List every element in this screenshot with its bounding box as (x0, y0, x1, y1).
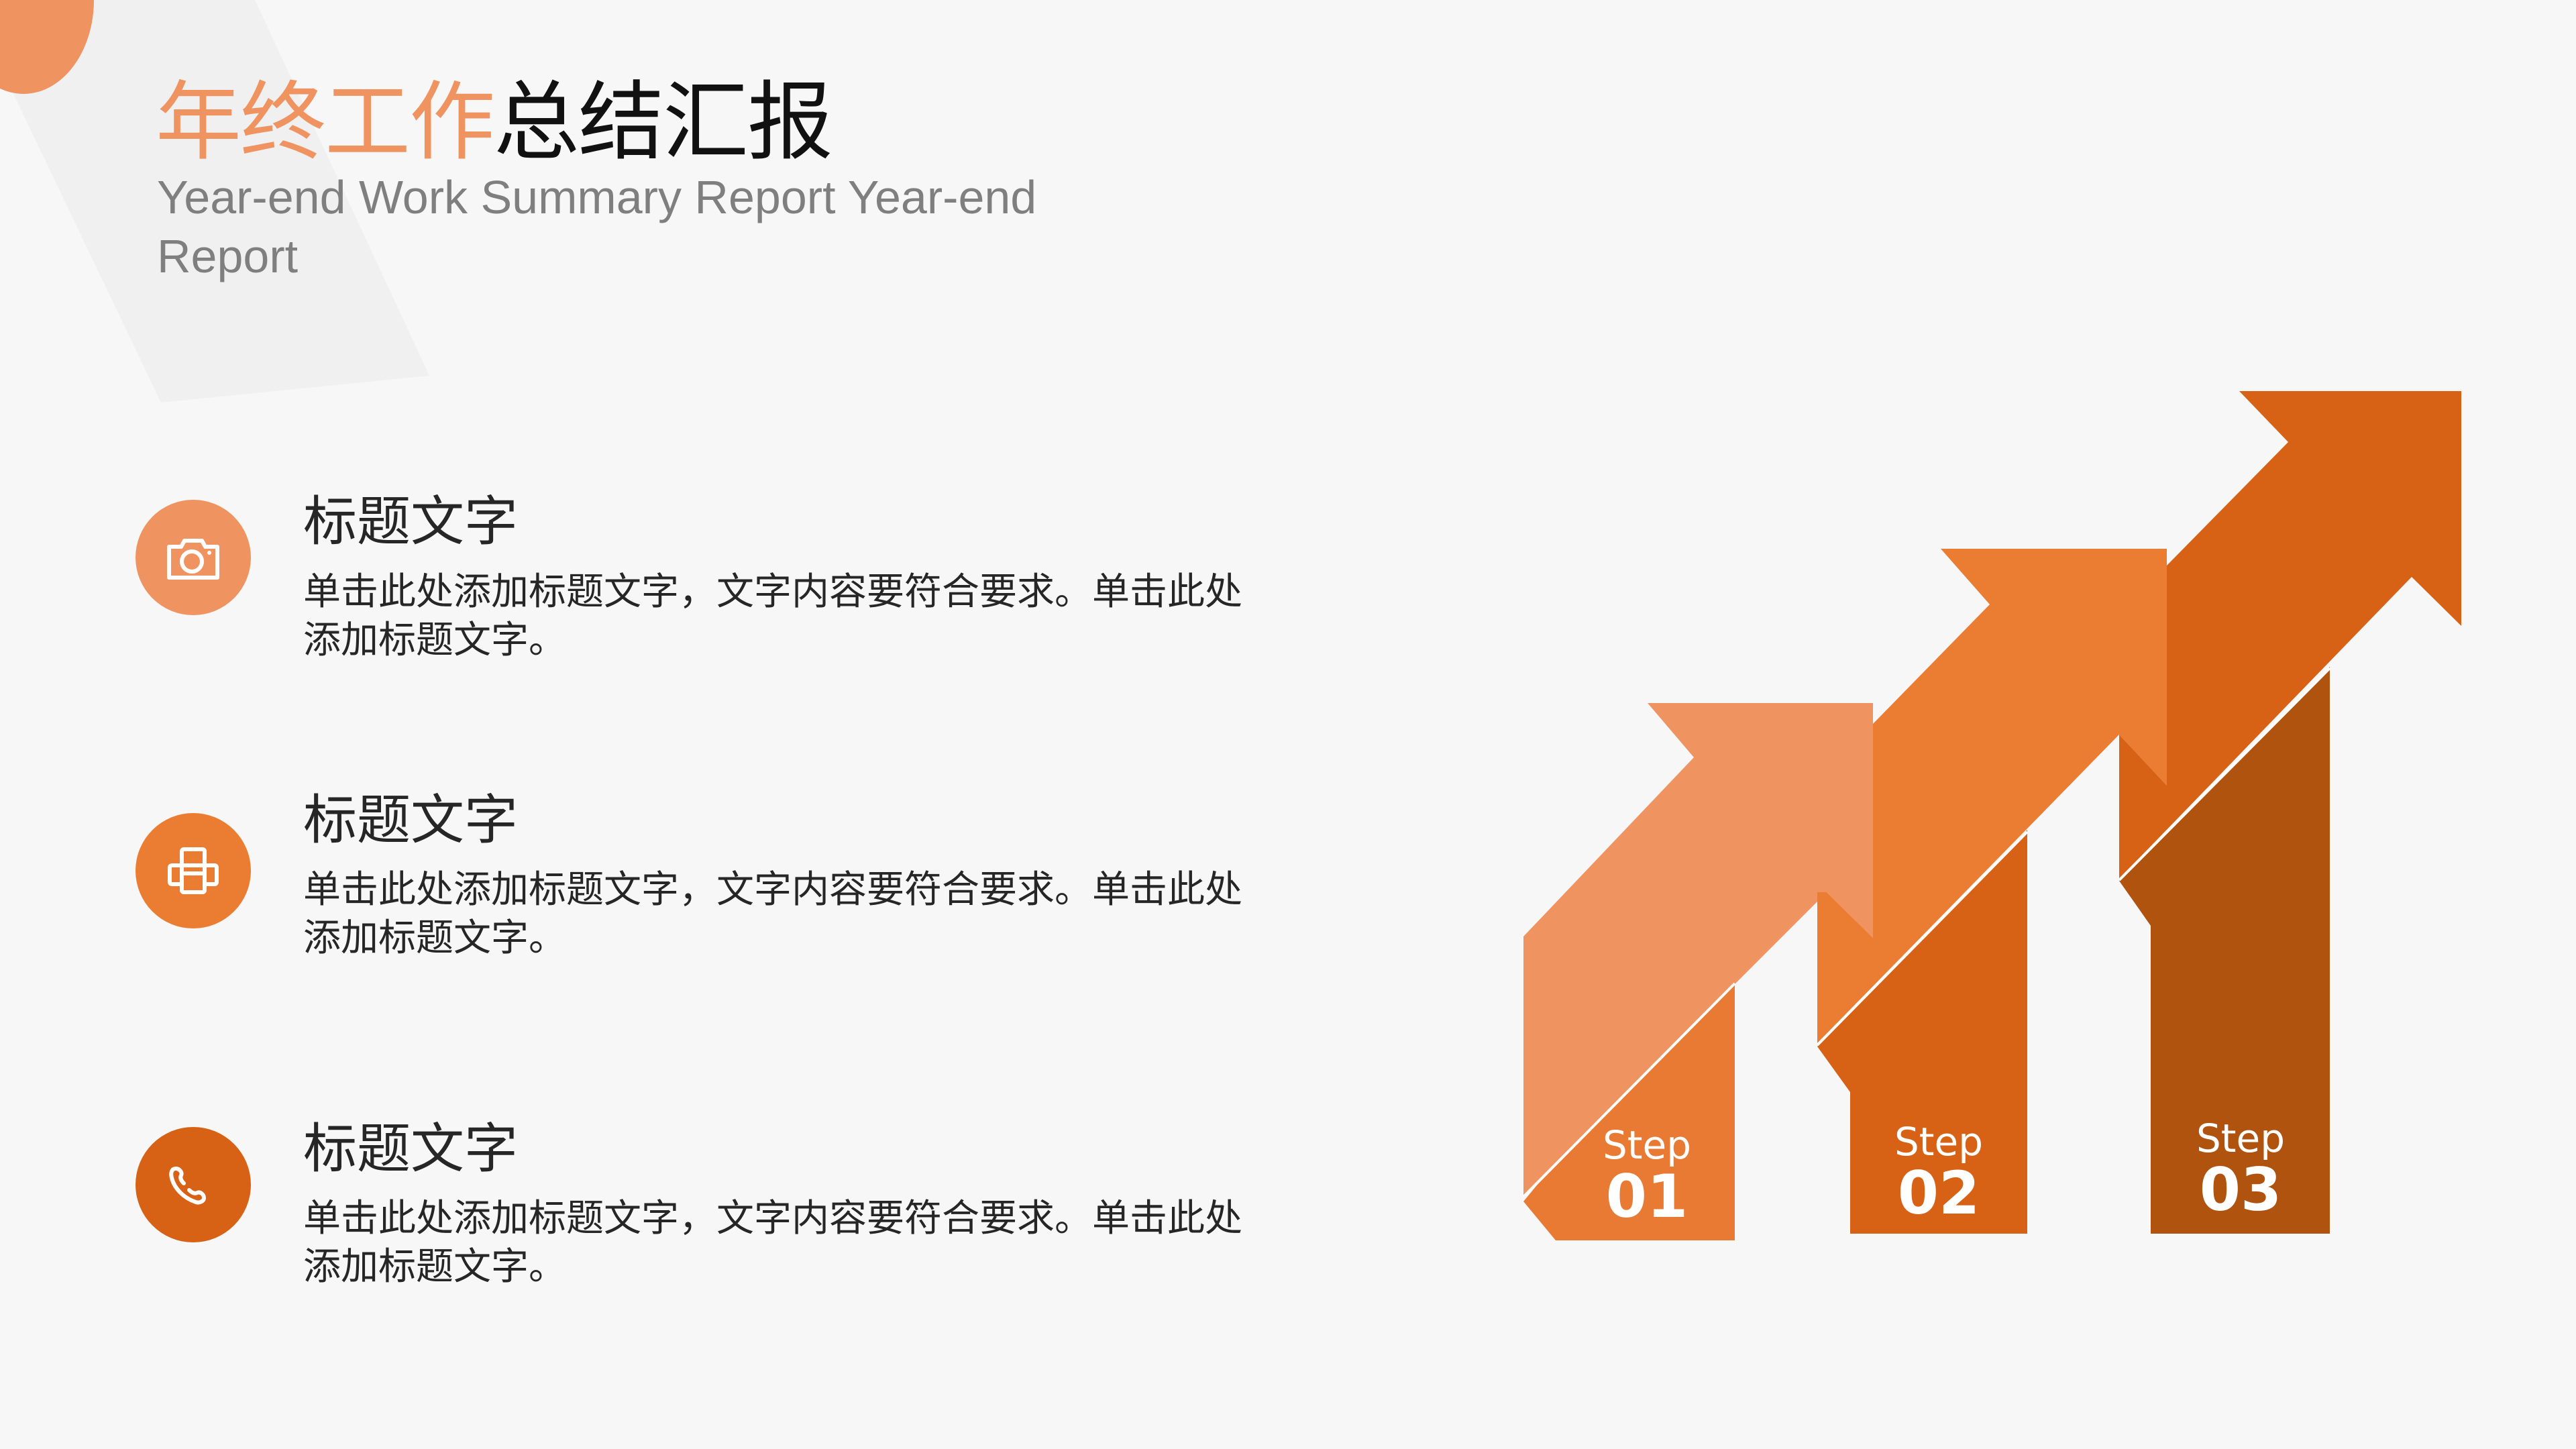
item-body: 单击此处添加标题文字，文字内容要符合要求。单击此处添加标题文字。 (303, 570, 1242, 661)
title-accent: 年终工作 (156, 74, 495, 170)
step-number: 03 (2199, 1155, 2282, 1224)
step-3-arrow (2119, 391, 2461, 879)
step-1-arrow (1523, 703, 1873, 1195)
title-rest: 总结汇报 (494, 74, 833, 170)
step-2-bar (1817, 830, 2027, 1234)
item-heading: 标题文字 (303, 1119, 518, 1179)
step-number: 01 (1605, 1162, 1688, 1231)
item-body: 单击此处添加标题文字，文字内容要符合要求。单击此处添加标题文字。 (303, 1197, 1242, 1287)
step-word: Step (2196, 1116, 2286, 1161)
step-word: Step (1602, 1122, 1692, 1168)
item-heading: 标题文字 (303, 790, 518, 850)
page-subtitle: Year-end Work Summary Report Year-end Re… (157, 171, 1037, 282)
step-3-label: Step 03 (2153, 1117, 2328, 1220)
step-2-arrow (1817, 549, 2167, 1043)
phone-icon (136, 1127, 251, 1242)
step-number: 02 (1897, 1159, 1980, 1228)
step-3-bar (2119, 667, 2330, 1234)
item-body: 单击此处添加标题文字，文字内容要符合要求。单击此处添加标题文字。 (303, 868, 1242, 959)
step-1-label: Step 01 (1560, 1124, 1734, 1227)
step-2-label: Step 02 (1851, 1120, 2026, 1224)
camera-icon (136, 500, 251, 615)
item-heading: 标题文字 (303, 492, 518, 551)
printer-icon (136, 813, 251, 928)
page-title: 年终工作总结汇报 (156, 72, 833, 173)
step-word: Step (1894, 1119, 1984, 1165)
